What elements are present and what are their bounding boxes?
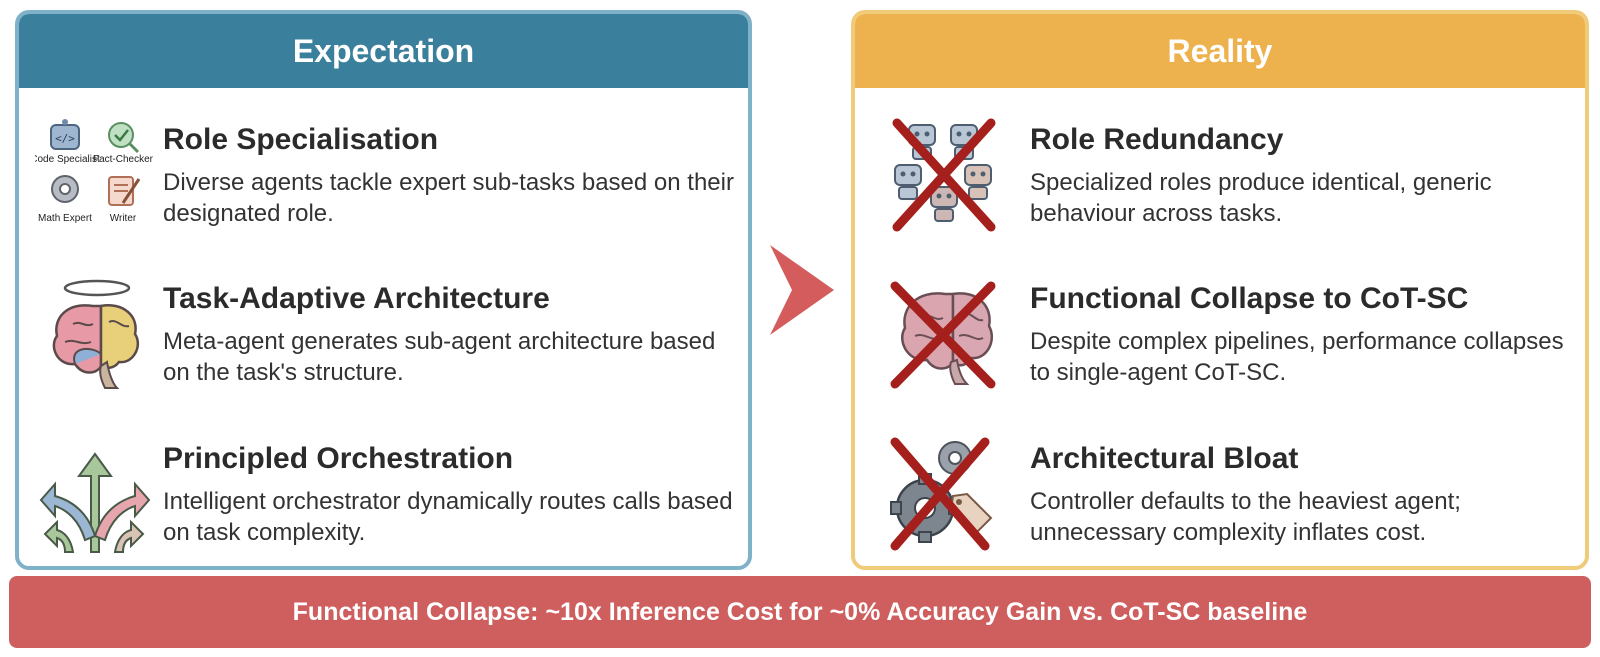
item-title: Task-Adaptive Architecture (163, 282, 550, 315)
item-title: Principled Orchestration (163, 442, 514, 475)
expectation-panel: Expectation </> Code Specialist Fact-Che… (15, 10, 752, 570)
expectation-item-role-specialisation: </> Code Specialist Fact-Checker Math Ex… (19, 117, 748, 247)
expectation-item-task-adaptive: Task-Adaptive Architecture Meta-agent ge… (19, 276, 748, 406)
svg-text:Fact-Checker: Fact-Checker (93, 154, 154, 165)
item-title: Architectural Bloat (1030, 442, 1299, 475)
reality-panel: Reality (851, 10, 1589, 570)
reality-header: Reality (855, 14, 1585, 88)
reality-item-role-redundancy: Role Redundancy Specialized roles produc… (855, 117, 1585, 247)
item-title: Role Specialisation (163, 123, 439, 156)
item-title: Functional Collapse to CoT-SC (1030, 282, 1469, 315)
crossed-robots-icon (887, 117, 1007, 237)
svg-text:</>: </> (55, 132, 75, 145)
crossed-gears-icon (887, 436, 1007, 556)
reality-item-functional-collapse: Functional Collapse to CoT-SC Despite co… (855, 276, 1585, 406)
item-description: Controller defaults to the heaviest agen… (1030, 488, 1461, 546)
reality-item-architectural-bloat: Architectural Bloat Controller defaults … (855, 436, 1585, 566)
expectation-header: Expectation (19, 14, 748, 88)
expectation-item-orchestration: Principled Orchestration Intelligent orc… (19, 436, 748, 566)
crossed-brain-icon (887, 276, 1007, 396)
branching-arrows-icon (35, 436, 155, 556)
item-description: Specialized roles produce identical, gen… (1030, 169, 1492, 227)
item-description: Despite complex pipelines, performance c… (1030, 328, 1564, 386)
svg-text:Code Specialist: Code Specialist (35, 154, 100, 165)
item-description: Intelligent orchestrator dynamically rou… (163, 488, 733, 546)
chevron-right-icon (770, 245, 834, 335)
item-title: Role Redundancy (1030, 123, 1284, 156)
conclusion-banner: Functional Collapse: ~10x Inference Cost… (9, 576, 1591, 648)
item-description: Meta-agent generates sub-agent architect… (163, 328, 716, 386)
role-agents-icon: </> Code Specialist Fact-Checker Math Ex… (35, 117, 155, 237)
svg-text:Math Expert: Math Expert (38, 213, 92, 224)
svg-text:Writer: Writer (110, 213, 137, 224)
haloed-brain-icon (35, 276, 155, 396)
item-description: Diverse agents tackle expert sub-tasks b… (163, 169, 734, 227)
